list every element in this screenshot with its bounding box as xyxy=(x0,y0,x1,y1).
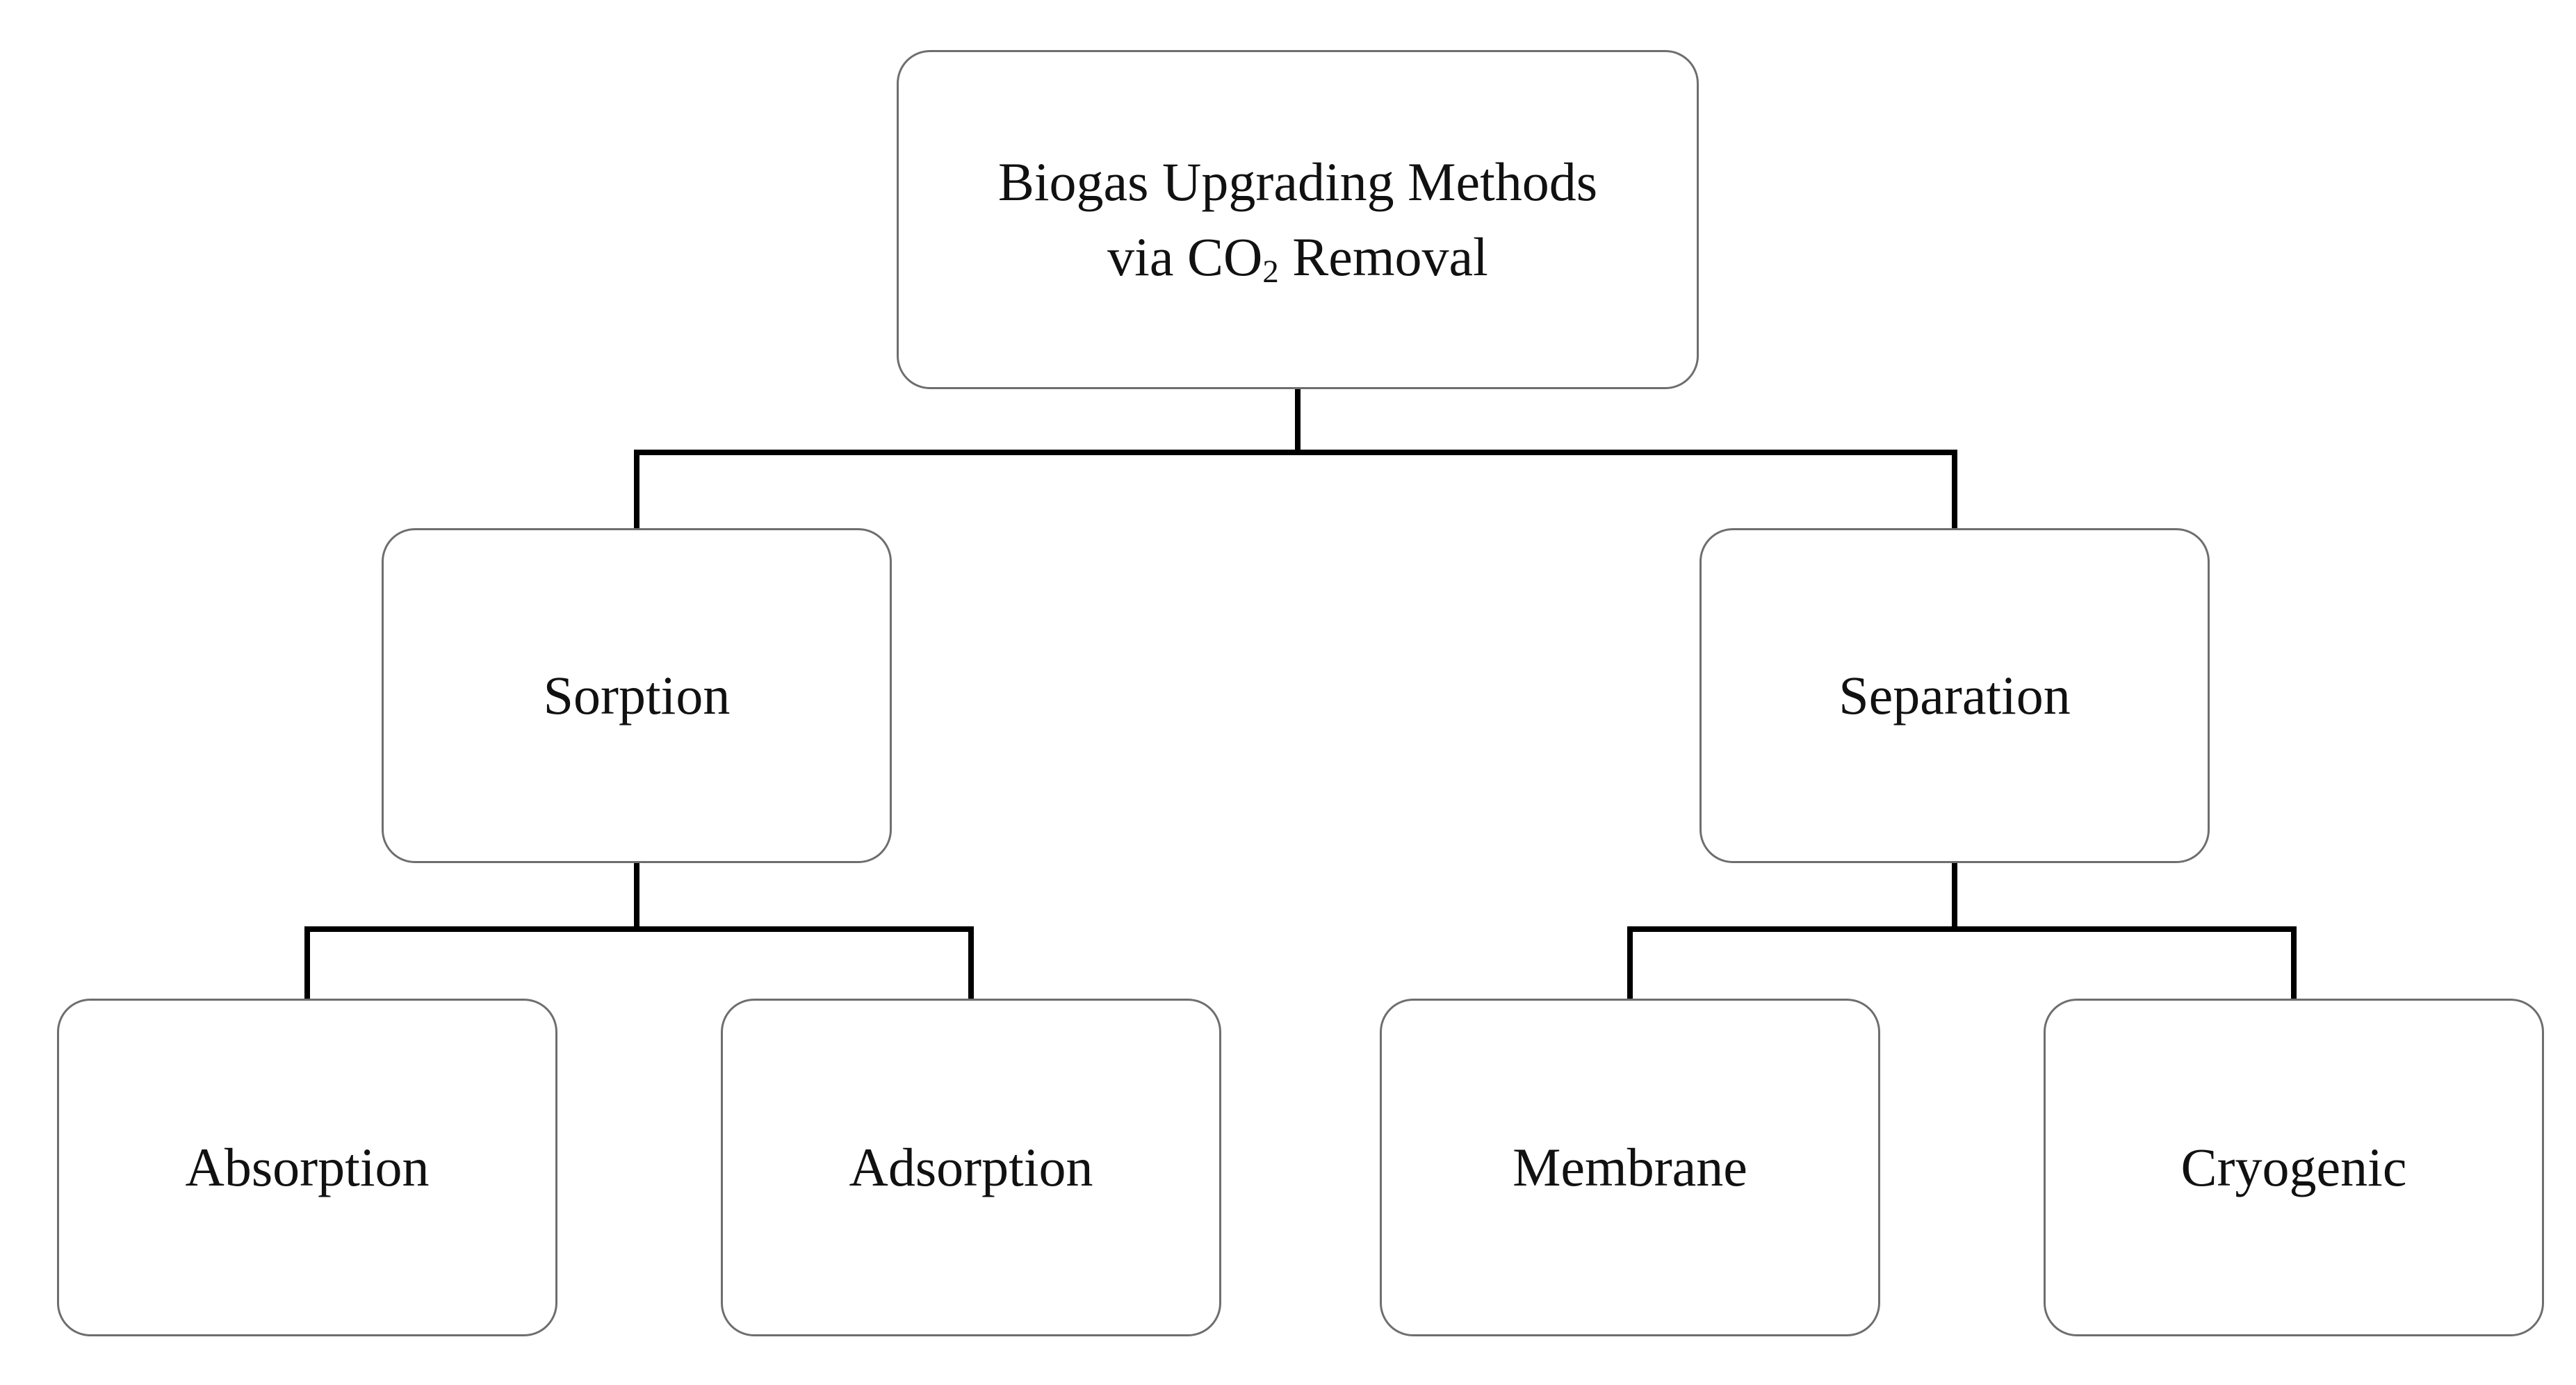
separation-node: Separation xyxy=(1699,528,2210,863)
connector-separation-drop xyxy=(1952,450,1957,531)
cryogenic-node-label: Cryogenic xyxy=(2180,1137,2407,1198)
adsorption-node: Adsorption xyxy=(721,999,1221,1336)
root-label-line2-suffix: Removal xyxy=(1278,227,1488,287)
connector-adsorption-drop xyxy=(968,926,974,1001)
connector-absorption-drop xyxy=(304,926,310,1001)
connector-level2-left-bar xyxy=(304,926,974,932)
sorption-node-label: Sorption xyxy=(543,665,731,726)
cryogenic-node: Cryogenic xyxy=(2044,999,2544,1336)
connector-sorption-drop xyxy=(634,450,639,531)
connector-sorption-stem xyxy=(634,862,639,929)
membrane-node-label: Membrane xyxy=(1513,1137,1747,1198)
connector-level2-right-bar xyxy=(1627,926,2297,932)
connector-cryogenic-drop xyxy=(2291,926,2297,1001)
root-label-line2-prefix: via CO xyxy=(1107,227,1263,287)
separation-node-label: Separation xyxy=(1839,665,2071,726)
connector-level1-bar xyxy=(634,450,1957,455)
root-node-label: Biogas Upgrading Methods via CO2 Removal xyxy=(998,145,1597,294)
co2-subscript: 2 xyxy=(1262,254,1279,290)
membrane-node: Membrane xyxy=(1380,999,1880,1336)
absorption-node: Absorption xyxy=(57,999,557,1336)
root-node-biogas-upgrading: Biogas Upgrading Methods via CO2 Removal xyxy=(897,50,1699,389)
connector-membrane-drop xyxy=(1627,926,1633,1001)
root-label-line1: Biogas Upgrading Methods xyxy=(997,151,1598,213)
sorption-node: Sorption xyxy=(382,528,892,863)
absorption-node-label: Absorption xyxy=(185,1137,430,1198)
connector-root-stem xyxy=(1295,386,1301,455)
adsorption-node-label: Adsorption xyxy=(849,1137,1093,1198)
connector-separation-stem xyxy=(1952,862,1957,929)
